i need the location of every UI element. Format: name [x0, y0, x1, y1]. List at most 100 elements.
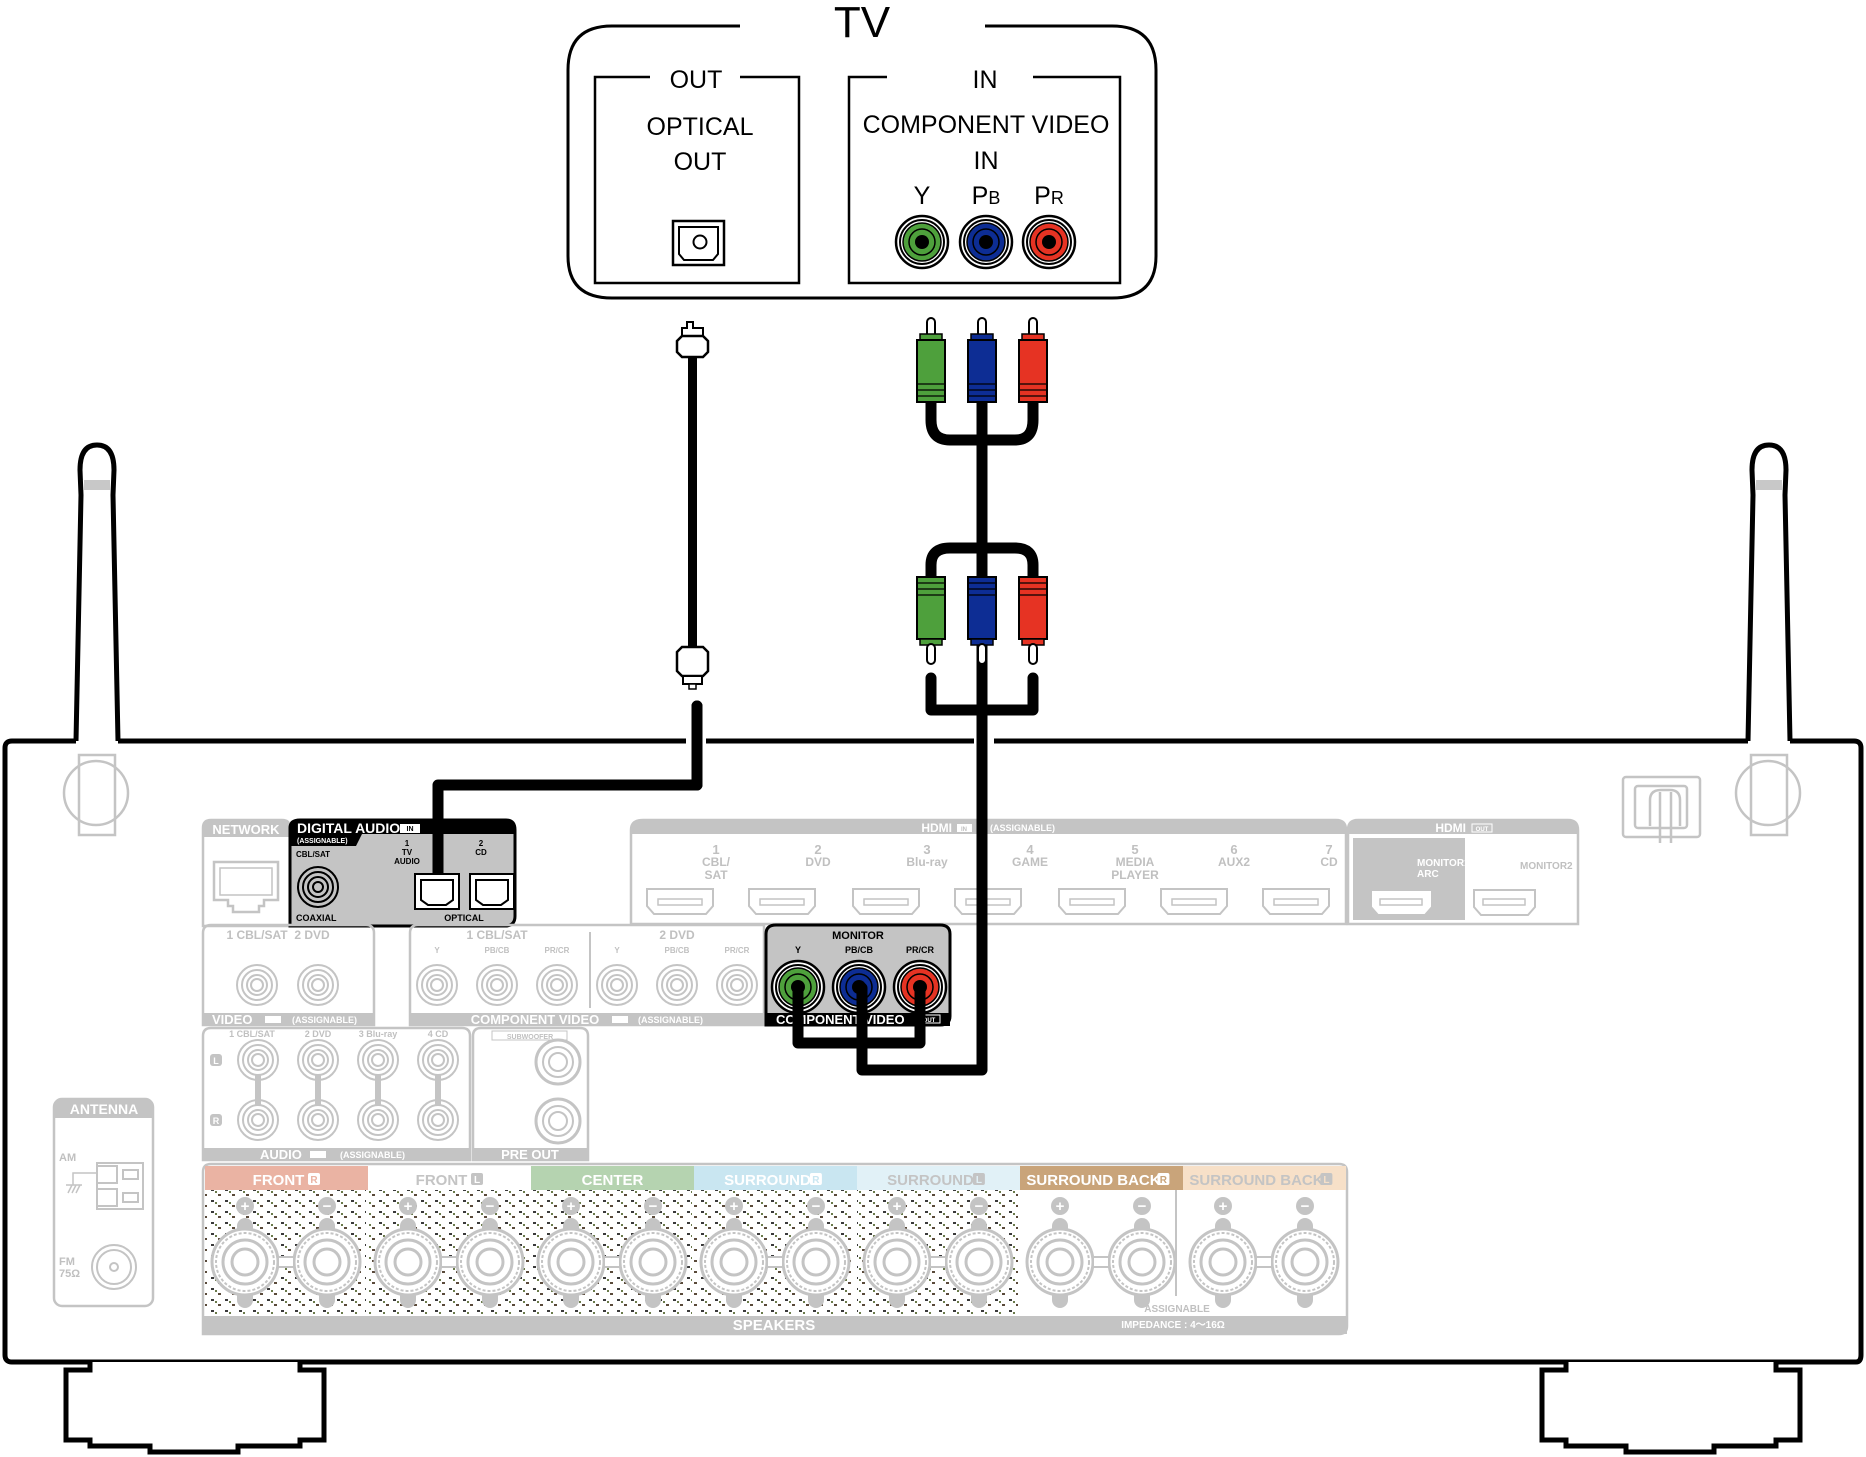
component-plug-avr-pr — [1018, 576, 1048, 665]
tv-component-jack-y[interactable] — [894, 214, 950, 270]
coaxial-jack-cbl-sat[interactable] — [297, 866, 339, 908]
hdmi-in-port-label: CBL/ — [702, 855, 731, 869]
tv-component-label-2: IN — [974, 147, 999, 175]
digital-audio-section: DIGITAL AUDIO IN (ASSIGNABLE) CBL/SAT CO… — [288, 818, 517, 928]
receiver-body — [2, 442, 1864, 1455]
component-in-1-pr-cr[interactable] — [536, 964, 578, 1006]
antenna-title: ANTENNA — [70, 1101, 138, 1117]
optical-in-2-cd[interactable] — [469, 873, 515, 910]
hdmi-in-port-4[interactable] — [954, 888, 1022, 915]
tv-in-header: IN — [973, 66, 998, 94]
subwoofer-out-2[interactable] — [534, 1097, 582, 1145]
audio-in-3-l[interactable] — [357, 1039, 399, 1081]
speaker-terminal-minus[interactable]: − — [1270, 1197, 1340, 1308]
assignable-label: ASSIGNABLE — [1144, 1304, 1210, 1315]
tv-component-jack-pr[interactable] — [1021, 214, 1077, 270]
subwoofer-port-number: 1 — [493, 1054, 502, 1071]
component-in-group-label: 2 DVD — [659, 928, 695, 942]
hdmi-in-port-number: 3 — [923, 842, 930, 857]
hdmi-in-port-3[interactable] — [852, 888, 920, 915]
video-in-cbl-sat[interactable] — [236, 964, 278, 1006]
speaker-terminal-minus[interactable]: − — [455, 1197, 525, 1308]
hdmi-in-port-1[interactable] — [646, 888, 714, 915]
speaker-terminal-minus[interactable]: − — [781, 1197, 851, 1308]
audio-in-3-r[interactable] — [357, 1099, 399, 1141]
hdmi-in-port-number: 1 — [712, 842, 719, 857]
hdmi-in-port-label: SAT — [704, 868, 728, 882]
audio-in-1-r[interactable] — [237, 1099, 279, 1141]
fm-antenna-jack[interactable] — [91, 1244, 137, 1290]
hdmi-out-title: HDMI — [1435, 821, 1466, 835]
speaker-terminal-plus[interactable]: + — [373, 1197, 443, 1308]
coaxial-label: CBL/SAT — [296, 850, 330, 859]
speaker-channel-label: SURROUND — [724, 1172, 811, 1189]
chassis-outline — [2, 738, 1864, 1365]
audio-in-2-r[interactable] — [297, 1099, 339, 1141]
hdmi-in-port-label: MEDIA — [1116, 855, 1155, 869]
hdmi-out-monitor1-port[interactable] — [1370, 889, 1433, 916]
am-antenna-terminal[interactable] — [66, 1162, 144, 1210]
hdmi-in-port-label: AUX2 — [1218, 855, 1250, 869]
hdmi-in-port-label: CD — [1320, 855, 1338, 869]
monitor1-label: MONITOR1 — [1417, 858, 1470, 869]
hdmi-in-port-5[interactable] — [1058, 888, 1126, 915]
speaker-terminal-plus[interactable]: + — [1025, 1197, 1095, 1308]
svg-text:+: + — [1056, 1198, 1065, 1215]
tv-jack-label: PR — [1034, 182, 1064, 210]
hdmi-in-port-2[interactable] — [748, 888, 816, 915]
component-in-2-pb-cb[interactable] — [656, 964, 698, 1006]
optical-port-label: CD — [475, 848, 487, 857]
component-plug-avr-pb — [967, 576, 997, 665]
hdmi-out-monitor2-port[interactable] — [1473, 889, 1536, 916]
speaker-terminal-plus[interactable]: + — [699, 1197, 769, 1308]
speaker-terminal-minus[interactable]: − — [1107, 1197, 1177, 1308]
component-in-2-y[interactable] — [596, 964, 638, 1006]
optical-port-label: AUDIO — [394, 857, 420, 866]
speaker-terminal-plus[interactable]: + — [1188, 1197, 1258, 1308]
tv-component-label: COMPONENT VIDEO — [863, 111, 1110, 139]
speaker-side-badge: R — [1160, 1175, 1168, 1186]
audio-in-port-label: 3 Blu-ray — [359, 1029, 398, 1039]
audio-in-4-l[interactable] — [417, 1039, 459, 1081]
speaker-terminal-plus[interactable]: + — [536, 1197, 606, 1308]
hdmi-in-port-6[interactable] — [1160, 888, 1228, 915]
hdmi-in-badge: IN — [961, 827, 967, 833]
hdmi-in-port-number: 2 — [814, 842, 821, 857]
component-in-1-pb-cb[interactable] — [476, 964, 518, 1006]
speaker-terminal-minus[interactable]: − — [944, 1197, 1014, 1308]
speaker-channel-label: SURROUND — [887, 1172, 974, 1189]
speaker-side-badge: L — [976, 1175, 982, 1186]
wireless-antenna-left — [62, 442, 130, 837]
svg-text:−: − — [975, 1198, 984, 1215]
hdmi-in-port-7[interactable] — [1262, 888, 1330, 915]
audio-in-port-label: 1 CBL/SAT — [229, 1029, 275, 1039]
hdmi-in-port-number: 4 — [1026, 842, 1034, 857]
component-plug-tv-y — [916, 317, 946, 403]
audio-in-2-l[interactable] — [297, 1039, 339, 1081]
video-in-dvd[interactable] — [297, 964, 339, 1006]
speaker-terminal-plus[interactable]: + — [862, 1197, 932, 1308]
tv-optical-out-jack[interactable] — [671, 219, 726, 267]
antenna-section: ANTENNA AM FM 75Ω — [52, 1097, 155, 1308]
audio-in-1-l[interactable] — [237, 1039, 279, 1081]
svg-text:−: − — [486, 1198, 495, 1215]
ethernet-port[interactable] — [212, 860, 280, 914]
speaker-terminal-plus[interactable]: + — [210, 1197, 280, 1308]
monitor-badge: OUT — [923, 1018, 936, 1024]
component-in-1-y[interactable] — [416, 964, 458, 1006]
audio-in-port-label: 4 CD — [428, 1029, 449, 1039]
component-in-2-pr-cr[interactable] — [716, 964, 758, 1006]
video-in-sub: (ASSIGNABLE) — [292, 1015, 357, 1025]
speakers-footer: SPEAKERS — [733, 1317, 816, 1334]
audio-in-4-r[interactable] — [417, 1099, 459, 1141]
tv-component-jack-pb[interactable] — [958, 214, 1014, 270]
tv-outline — [566, 24, 1158, 300]
foot-right — [1539, 1362, 1803, 1455]
subwoofer-out-1[interactable] — [534, 1038, 582, 1086]
speaker-terminal-minus[interactable]: − — [292, 1197, 362, 1308]
pre-out-section: PRE OUT SUBWOOFER 12 — [471, 1026, 590, 1162]
svg-text:+: + — [241, 1198, 250, 1215]
wireless-antenna-right — [1734, 442, 1802, 837]
